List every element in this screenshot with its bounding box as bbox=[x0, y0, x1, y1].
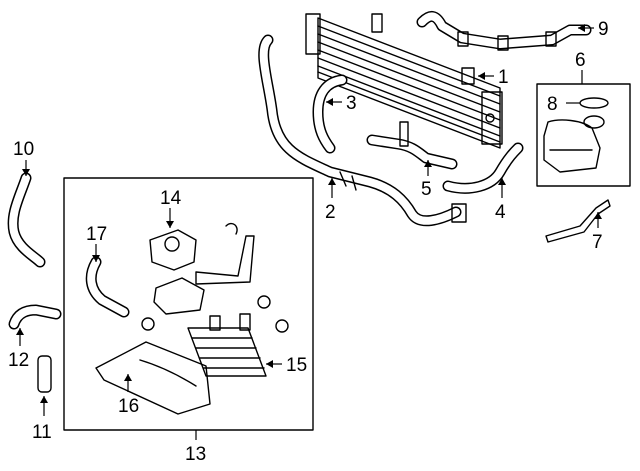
callout-16: 16 bbox=[118, 396, 139, 417]
upper-pipe bbox=[416, 11, 592, 51]
radiator-core bbox=[305, 13, 503, 149]
callout-1: 1 bbox=[498, 67, 509, 88]
reservoir-box bbox=[536, 70, 631, 187]
shield bbox=[95, 341, 211, 415]
callout-11: 11 bbox=[32, 422, 52, 443]
callout-10: 10 bbox=[13, 139, 34, 160]
callout-7: 7 bbox=[592, 232, 603, 253]
callout-2: 2 bbox=[325, 202, 336, 223]
callout-5: 5 bbox=[421, 179, 432, 200]
hose-twelve bbox=[8, 304, 62, 330]
leader-lines bbox=[16, 24, 602, 416]
callout-17: 17 bbox=[86, 224, 107, 245]
callout-13: 13 bbox=[185, 444, 206, 465]
callout-6: 6 bbox=[575, 50, 586, 71]
small-pipe bbox=[366, 121, 458, 170]
callout-4: 4 bbox=[495, 202, 506, 223]
callout-15: 15 bbox=[286, 355, 307, 376]
oil-cooler bbox=[187, 313, 267, 377]
water-pump bbox=[141, 222, 289, 333]
hose-seventeen bbox=[85, 256, 130, 318]
hose-eleven bbox=[37, 355, 52, 393]
callout-14: 14 bbox=[160, 188, 182, 209]
callout-3: 3 bbox=[346, 93, 357, 114]
curved-hose bbox=[312, 74, 348, 154]
callout-8: 8 bbox=[547, 94, 558, 115]
assembly-box bbox=[63, 177, 314, 440]
bracket bbox=[545, 199, 611, 243]
lower-hose bbox=[258, 34, 467, 227]
hose-ten bbox=[7, 172, 46, 268]
callout-9: 9 bbox=[598, 19, 609, 40]
callout-12: 12 bbox=[8, 350, 29, 371]
bent-hose bbox=[442, 142, 524, 194]
